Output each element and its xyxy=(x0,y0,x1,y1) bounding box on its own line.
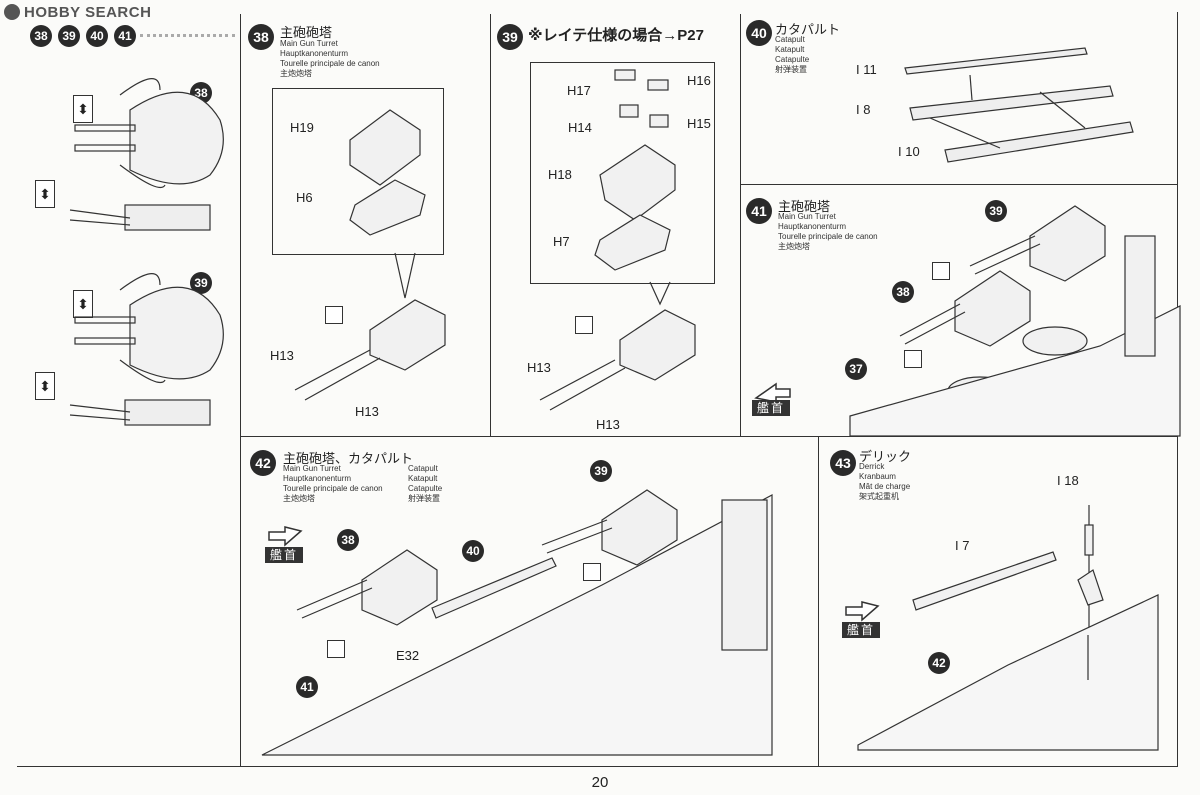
part-H18: H18 xyxy=(548,167,572,182)
panel-row-divider xyxy=(240,436,1177,437)
panel-left-divider xyxy=(240,436,241,766)
panel-step38 xyxy=(240,14,491,436)
step-40-drawing xyxy=(904,47,1134,163)
part-7: I 7 xyxy=(955,538,970,553)
bow-direction-indicator: 艦首 xyxy=(752,378,792,418)
step-39-badge: 39 xyxy=(497,24,523,50)
part-10: I 10 xyxy=(898,144,920,159)
turret-left-drawings xyxy=(69,78,224,426)
part-H6: H6 xyxy=(296,190,313,205)
step-39-detail-box xyxy=(530,62,715,284)
page-number: 20 xyxy=(591,774,609,791)
step-41-badge: 41 xyxy=(746,198,772,224)
callout-39: 39 xyxy=(590,460,612,482)
elevation-arrow-icon: ⬍ xyxy=(35,372,55,400)
glue-warning-icon xyxy=(583,563,601,581)
step-43-badge: 43 xyxy=(830,450,856,476)
part-E32: E32 xyxy=(396,648,420,663)
callout-39: 39 xyxy=(190,272,212,294)
bow-direction-indicator: 艦首 xyxy=(842,600,882,640)
badge-38: 38 xyxy=(30,25,52,47)
callout-41: 41 xyxy=(296,676,318,698)
glue-warning-icon xyxy=(327,640,345,658)
part-H14: H14 xyxy=(568,120,592,135)
part-H13: H13 xyxy=(270,348,294,363)
callout-40: 40 xyxy=(462,540,484,562)
bow-arrow-icon xyxy=(845,601,880,622)
part-H13: H13 xyxy=(596,417,620,432)
header-rule xyxy=(140,34,235,37)
part-H19: H19 xyxy=(290,120,314,135)
callout-38: 38 xyxy=(892,281,914,303)
panel-step40-41-divider xyxy=(740,184,1177,185)
bow-arrow-icon xyxy=(268,526,303,547)
hobby-search-logo: HOBBY SEARCH xyxy=(4,3,151,21)
step-42-title: 主砲砲塔、カタパルト xyxy=(283,451,414,466)
step-41-title: 主砲砲塔 xyxy=(778,199,831,214)
step-39-drawing xyxy=(539,69,696,411)
part-8: I 8 xyxy=(856,102,871,117)
step-38-title: 主砲砲塔 xyxy=(280,25,333,40)
panel-step39 xyxy=(490,14,741,436)
part-H17: H17 xyxy=(567,83,591,98)
glue-warning-icon xyxy=(932,262,950,280)
part-H13: H13 xyxy=(355,404,379,419)
elevation-arrow-icon: ⬍ xyxy=(73,95,93,123)
badge-40: 40 xyxy=(86,25,108,47)
step-42-badge: 42 xyxy=(250,450,276,476)
step-42-drawing xyxy=(261,489,773,756)
step-41-drawing xyxy=(849,205,1181,437)
step-38-detail-box xyxy=(272,88,444,255)
badge-39: 39 xyxy=(58,25,80,47)
badge-41: 41 xyxy=(114,25,136,47)
part-18: I 18 xyxy=(1057,473,1079,488)
step-40-title: カタパルト xyxy=(775,22,841,37)
callout-37: 37 xyxy=(845,358,867,380)
part-11: I 11 xyxy=(856,62,877,77)
step-43-drawing xyxy=(857,505,1159,751)
step-40-badge: 40 xyxy=(746,20,772,46)
callout-42: 42 xyxy=(928,652,950,674)
step-38-badge: 38 xyxy=(248,24,274,50)
step-39-title: ※レイテ仕様の場合→P27 xyxy=(528,27,704,44)
logo-mark-icon xyxy=(4,4,20,20)
step-38-drawing xyxy=(294,109,446,401)
part-H13: H13 xyxy=(527,360,551,375)
glue-warning-icon xyxy=(904,350,922,368)
elevation-arrow-icon: ⬍ xyxy=(35,180,55,208)
callout-38: 38 xyxy=(337,529,359,551)
part-H7: H7 xyxy=(553,234,570,249)
glue-warning-icon xyxy=(325,306,343,324)
bow-direction-indicator: 艦首 xyxy=(265,525,305,565)
part-H15: H15 xyxy=(687,116,711,131)
glue-warning-icon xyxy=(575,316,593,334)
step-43-title: デリック xyxy=(859,449,912,464)
part-H16: H16 xyxy=(687,73,711,88)
panel-step42-43-divider xyxy=(818,436,819,766)
callout-39: 39 xyxy=(985,200,1007,222)
